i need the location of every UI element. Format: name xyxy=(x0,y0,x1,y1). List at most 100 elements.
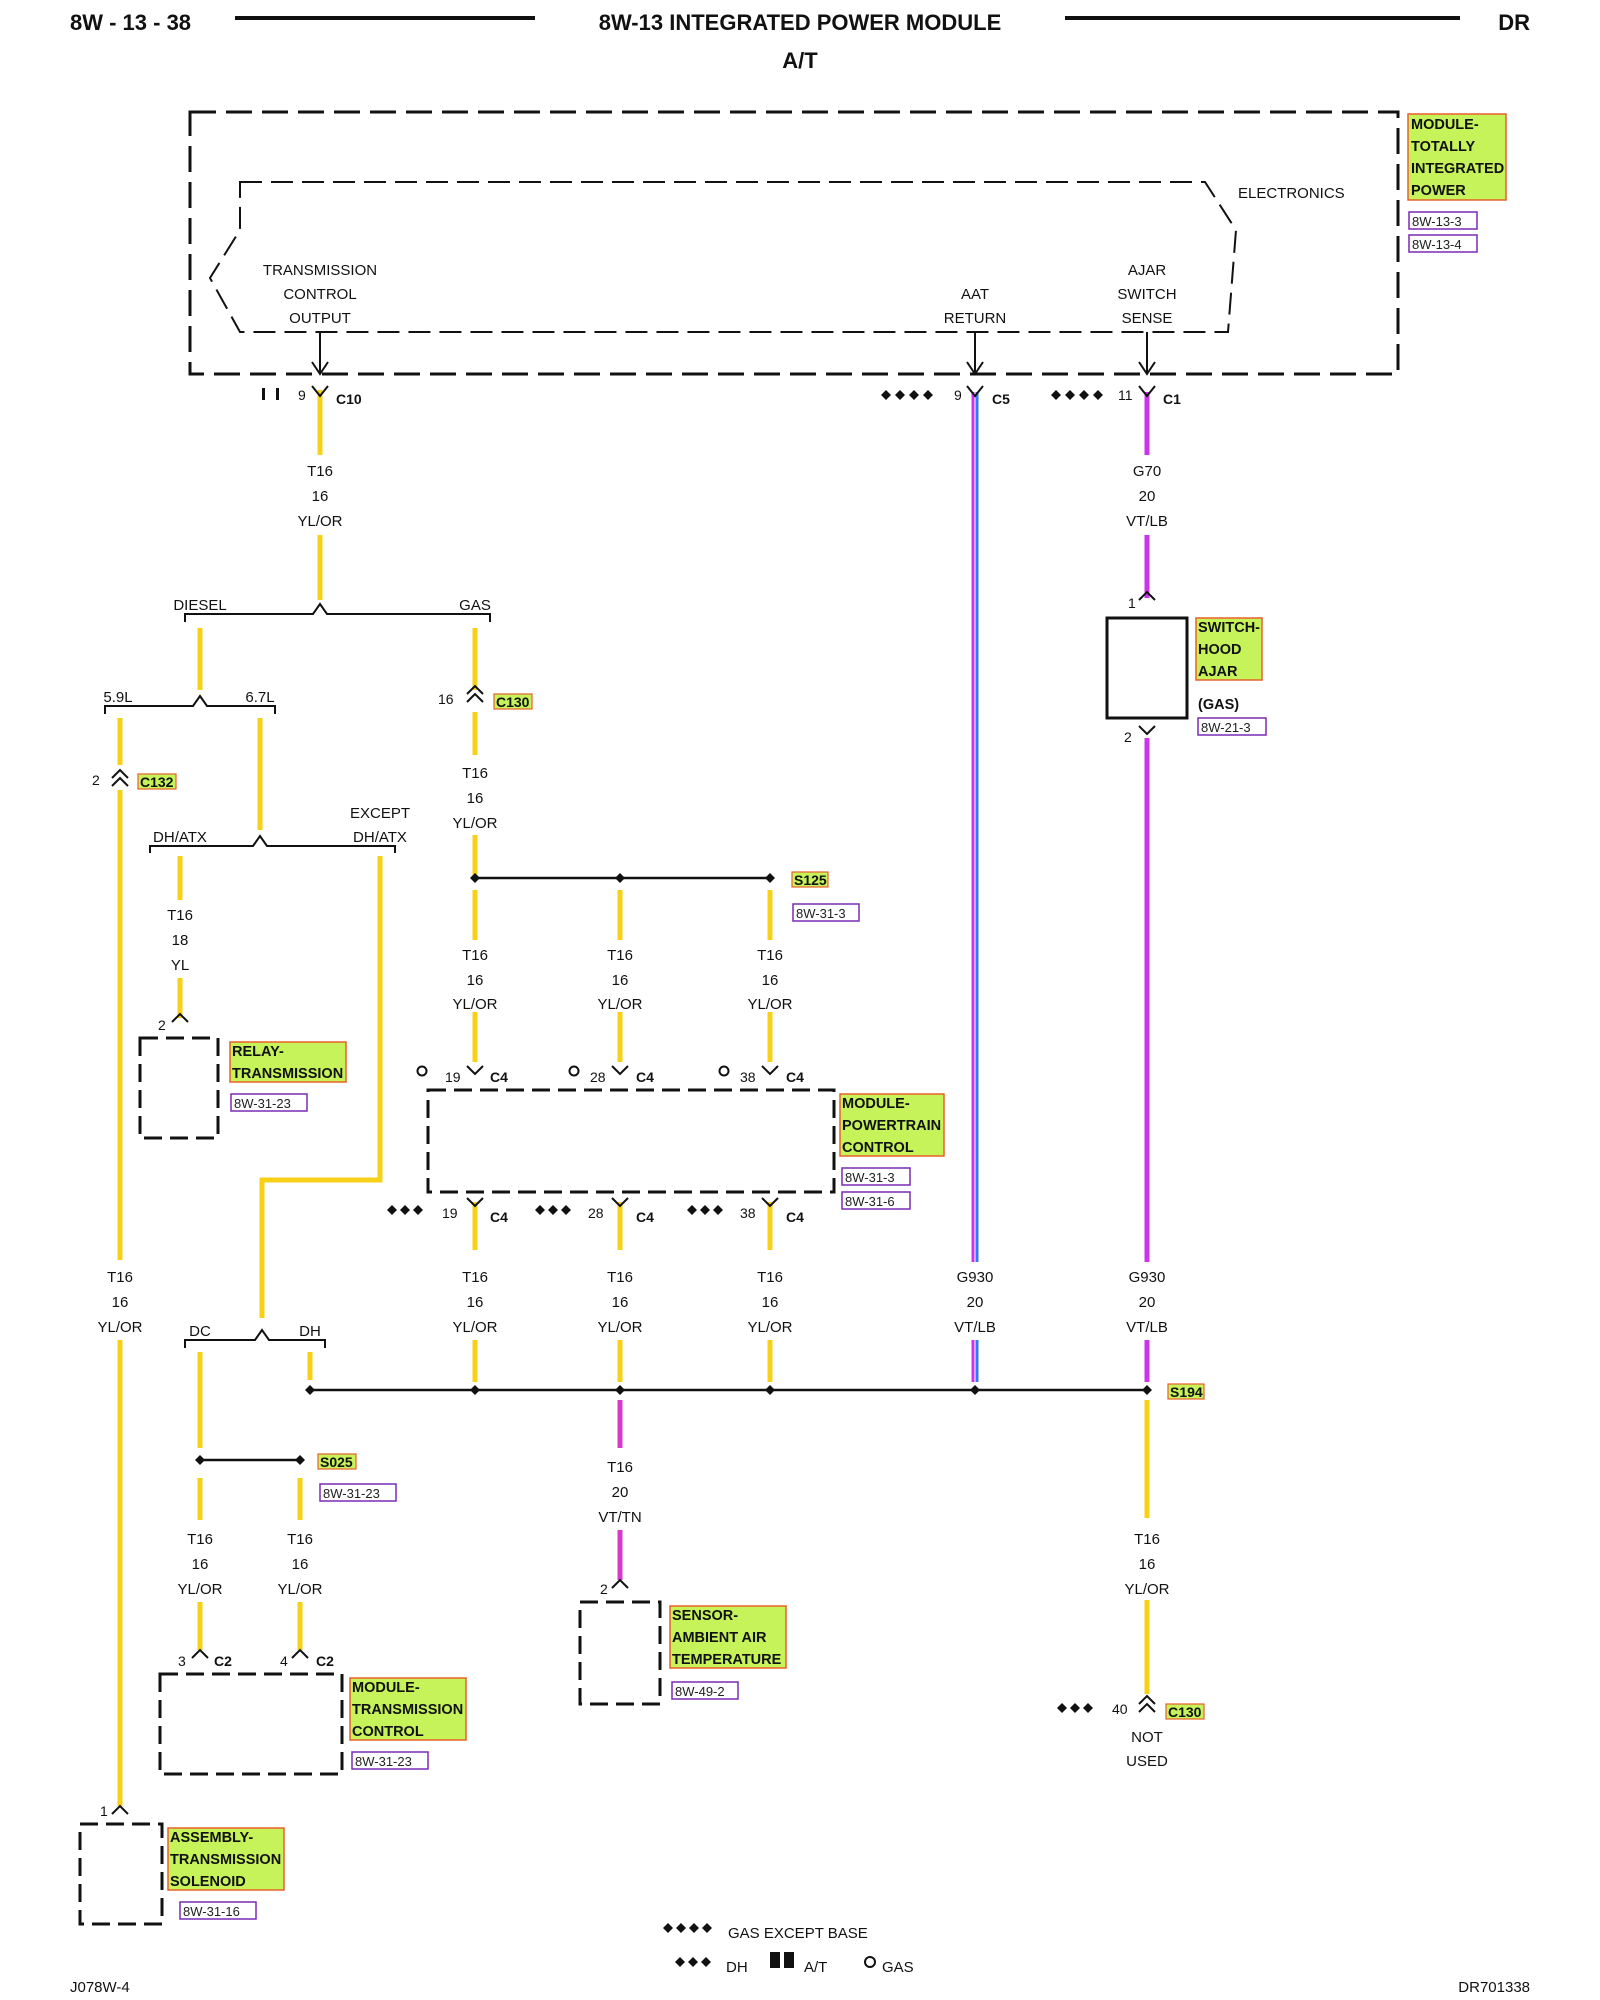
label-t16-gas: T16 16 YL/OR xyxy=(452,765,497,832)
tcm-ref[interactable]: 8W-31-23 xyxy=(351,1751,429,1770)
diesel-gas-split xyxy=(184,602,491,622)
label-s125-a: T16 16 YL/OR xyxy=(452,947,497,1013)
aat-return-label: AAT RETURN xyxy=(944,286,1007,327)
svg-text:8W-49-2: 8W-49-2 xyxy=(675,1684,725,1699)
svg-text:RELAY-: RELAY- xyxy=(232,1044,284,1060)
relay-ref[interactable]: 8W-31-23 xyxy=(230,1093,308,1112)
s025-splice[interactable]: S025 xyxy=(317,1453,357,1470)
c2-conn-b: C2 xyxy=(316,1653,334,1669)
branch-6-7l: 6.7L xyxy=(245,689,274,706)
c10-pin: 9 xyxy=(298,387,306,403)
legend-gas-except-base-symbol xyxy=(663,1923,712,1933)
dh-gas-marker-c5 xyxy=(881,390,933,400)
relay-transmission-box[interactable] xyxy=(138,1036,220,1140)
svg-text:YL/OR: YL/OR xyxy=(297,513,342,530)
s125-ref[interactable]: 8W-31-3 xyxy=(792,903,860,922)
svg-text:C132: C132 xyxy=(140,774,174,790)
svg-text:AMBIENT AIR: AMBIENT AIR xyxy=(672,1630,767,1646)
svg-text:16: 16 xyxy=(192,1556,209,1573)
svg-text:G930: G930 xyxy=(1129,1269,1166,1286)
pcm-ref-1[interactable]: 8W-31-3 xyxy=(841,1167,911,1186)
s025-ref[interactable]: 8W-31-23 xyxy=(319,1483,397,1502)
label-s194-down: T16 16 YL/OR xyxy=(1124,1531,1169,1598)
label-vt-tn: T16 20 VT/TN xyxy=(598,1459,641,1526)
c132-connector[interactable]: C132 xyxy=(137,773,177,790)
svg-text:16: 16 xyxy=(1139,1556,1156,1573)
svg-text:20: 20 xyxy=(1139,488,1156,505)
page-id: 8W - 13 - 38 xyxy=(70,10,191,35)
tcm-module-box[interactable] xyxy=(158,1672,344,1776)
svg-text:CONTROL: CONTROL xyxy=(352,1724,424,1740)
svg-text:AJAR: AJAR xyxy=(1128,262,1167,279)
s194-splice[interactable]: S194 xyxy=(1167,1383,1205,1400)
svg-text:C130: C130 xyxy=(496,694,530,710)
c4-bot-pin-28: 28 xyxy=(588,1205,604,1221)
branch-dh-atx: DH/ATX xyxy=(153,829,207,846)
aat-sensor-box[interactable] xyxy=(578,1600,662,1706)
solenoid-ref[interactable]: 8W-31-16 xyxy=(179,1901,257,1920)
svg-text:POWERTRAIN: POWERTRAIN xyxy=(842,1118,941,1134)
hood-pin-2: 2 xyxy=(1124,729,1132,745)
c130-bottom-connector[interactable]: C130 xyxy=(1165,1703,1205,1720)
label-t16-top: T16 16 YL/OR xyxy=(297,463,342,530)
svg-text:TRANSMISSION: TRANSMISSION xyxy=(232,1066,343,1082)
aat-sensor-name-label: SENSOR- AMBIENT AIR TEMPERATURE xyxy=(669,1605,787,1669)
tcm-name-label: MODULE- TRANSMISSION CONTROL xyxy=(349,1677,467,1741)
wire-except-dh-atx[interactable] xyxy=(259,856,383,1318)
svg-text:T16: T16 xyxy=(607,947,633,964)
c130-top-connector[interactable]: C130 xyxy=(493,693,533,710)
svg-text:T16: T16 xyxy=(287,1531,313,1548)
ajar-sense-label: AJAR SWITCH SENSE xyxy=(1117,262,1176,327)
tipm-ref-1[interactable]: 8W-13-3 xyxy=(1408,211,1478,230)
hood-ajar-switch-box[interactable] xyxy=(1105,616,1189,720)
label-s125-b: T16 16 YL/OR xyxy=(597,947,642,1013)
pcm-module-box[interactable] xyxy=(426,1088,836,1194)
svg-text:T16: T16 xyxy=(307,463,333,480)
svg-text:YL/OR: YL/OR xyxy=(452,1319,497,1336)
model-code: DR xyxy=(1498,10,1530,35)
electronics-label: ELECTRONICS xyxy=(1238,185,1345,202)
svg-text:YL/OR: YL/OR xyxy=(1124,1581,1169,1598)
svg-text:NOT: NOT xyxy=(1131,1729,1163,1746)
svg-text:16: 16 xyxy=(292,1556,309,1573)
c130-top-pin: 16 xyxy=(438,691,454,707)
svg-text:T16: T16 xyxy=(107,1269,133,1286)
label-c4-low-b: T16 16 YL/OR xyxy=(597,1269,642,1336)
aat-sensor-ref[interactable]: 8W-49-2 xyxy=(671,1681,739,1700)
svg-text:MODULE-: MODULE- xyxy=(352,1680,420,1696)
svg-text:EXCEPT: EXCEPT xyxy=(350,805,410,822)
legend-gas-symbol xyxy=(864,1956,876,1968)
hood-pin-1: 1 xyxy=(1128,595,1136,611)
relay-name-label: RELAY- TRANSMISSION xyxy=(229,1041,347,1083)
svg-text:MODULE-: MODULE- xyxy=(1411,117,1479,133)
svg-text:16: 16 xyxy=(612,1294,629,1311)
hood-switch-ref[interactable]: 8W-21-3 xyxy=(1197,717,1267,736)
label-s125-c: T16 16 YL/OR xyxy=(747,947,792,1013)
svg-text:VT/LB: VT/LB xyxy=(1126,513,1168,530)
c5-pin: 9 xyxy=(954,387,962,403)
branch-dh: DH xyxy=(299,1323,321,1340)
c4-top-conn-b: C4 xyxy=(636,1069,654,1085)
legend-dh: DH xyxy=(726,1959,748,1976)
c4-bot-conn-a: C4 xyxy=(490,1209,508,1225)
legend-gas-except-base: GAS EXCEPT BASE xyxy=(728,1925,868,1942)
c4-top-pin-19: 19 xyxy=(445,1069,461,1085)
svg-text:G930: G930 xyxy=(957,1269,994,1286)
solenoid-assembly-box[interactable] xyxy=(78,1822,164,1926)
label-g930-c5: G930 20 VT/LB xyxy=(954,1269,996,1336)
svg-text:TRANSMISSION: TRANSMISSION xyxy=(263,262,377,279)
pcm-ref-2[interactable]: 8W-31-6 xyxy=(841,1191,911,1210)
s125-splice[interactable]: S125 xyxy=(791,871,829,888)
svg-text:SWITCH: SWITCH xyxy=(1117,286,1176,303)
dh-markers-c4-bottom xyxy=(387,1205,723,1215)
svg-text:T16: T16 xyxy=(167,907,193,924)
tipm-ref-2[interactable]: 8W-13-4 xyxy=(1408,234,1478,253)
label-s025-b: T16 16 YL/OR xyxy=(277,1531,322,1598)
svg-text:16: 16 xyxy=(467,790,484,807)
svg-text:20: 20 xyxy=(967,1294,984,1311)
svg-text:YL: YL xyxy=(171,957,189,974)
svg-text:YL/OR: YL/OR xyxy=(747,996,792,1013)
svg-text:RETURN: RETURN xyxy=(944,310,1007,327)
